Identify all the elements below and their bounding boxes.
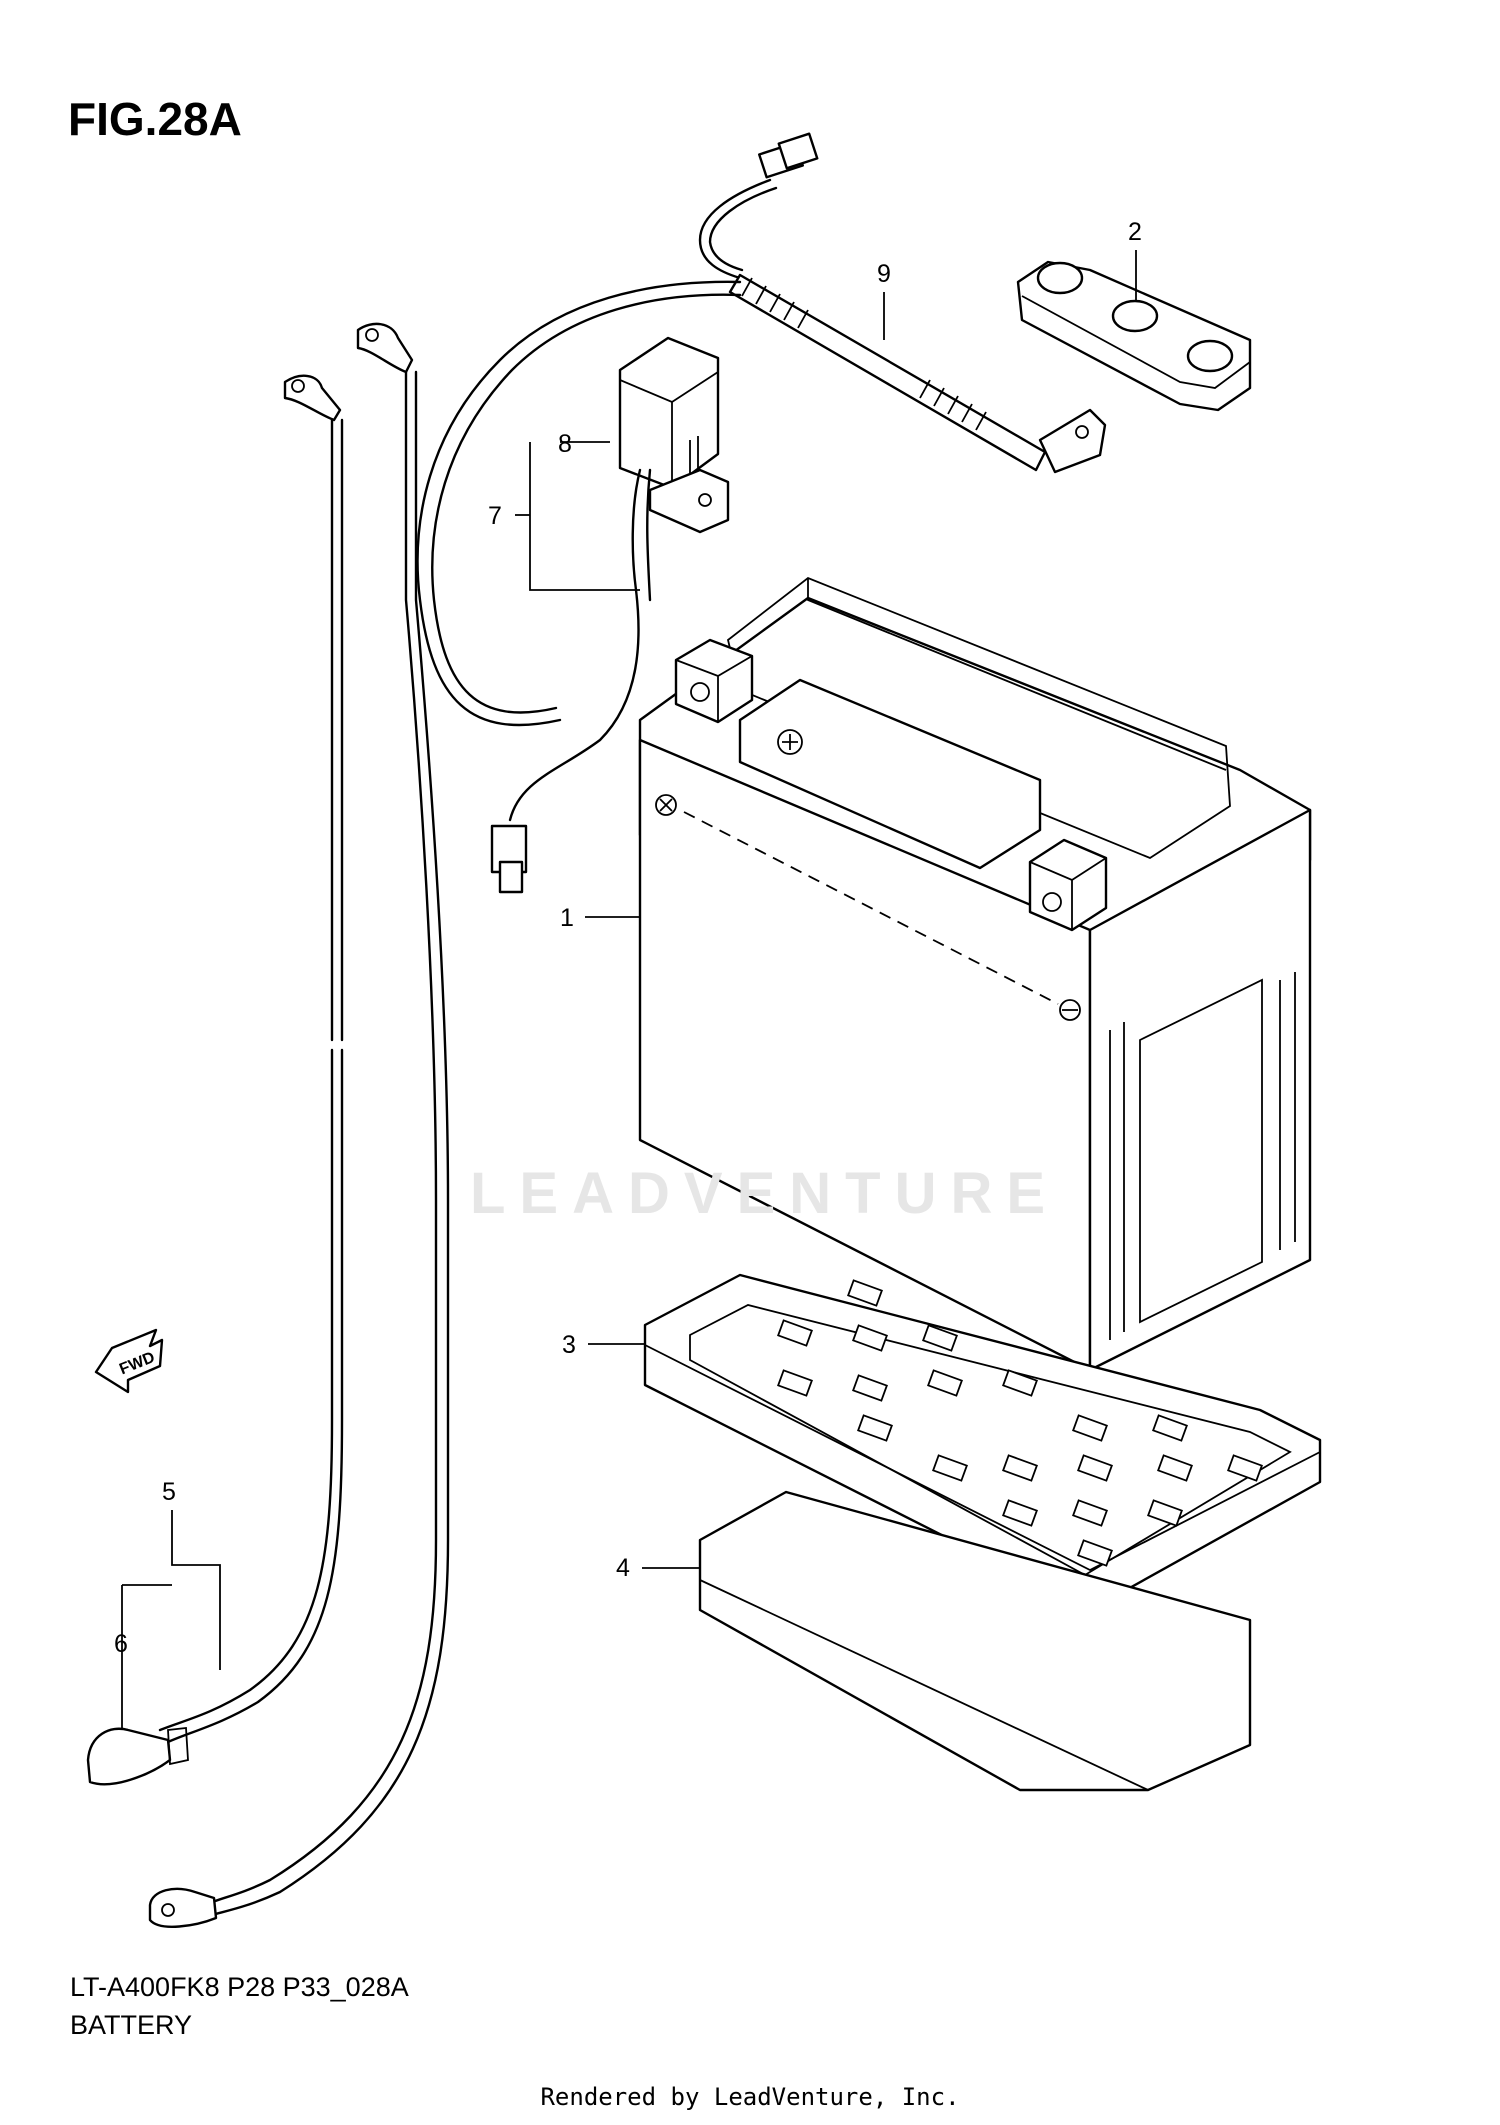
part-3-tray <box>643 1273 1322 1612</box>
callout-8: 8 <box>558 430 572 458</box>
callout-7: 7 <box>488 502 502 530</box>
part-8-relay <box>508 336 730 822</box>
part-9-cable <box>416 132 1107 727</box>
callout-2: 2 <box>1128 218 1142 246</box>
watermark-text: LEADVENTURE <box>470 1161 1060 1226</box>
section-name: BATTERY <box>70 2010 193 2040</box>
lead-wires <box>86 322 450 1928</box>
callout-6: 6 <box>114 1630 128 1658</box>
callout-5: 5 <box>162 1478 176 1506</box>
model-code: LT-A400FK8 P28 P33_028A <box>70 1972 409 2002</box>
coupler-connector <box>490 824 528 894</box>
part-4-pad <box>698 1490 1252 1792</box>
callout-9: 9 <box>877 260 891 288</box>
part-2-rubber-strip <box>1016 260 1252 412</box>
tray-slots <box>777 1279 1263 1567</box>
figure-title: FIG.28A <box>68 93 242 145</box>
callout-1: 1 <box>560 904 574 932</box>
callout-3: 3 <box>562 1331 576 1359</box>
part-1-battery <box>638 576 1312 1372</box>
fwd-arrow-icon: FWD <box>94 1328 164 1394</box>
callout-4: 4 <box>616 1554 630 1582</box>
footer-credit: Rendered by LeadVenture, Inc. <box>540 2083 960 2111</box>
